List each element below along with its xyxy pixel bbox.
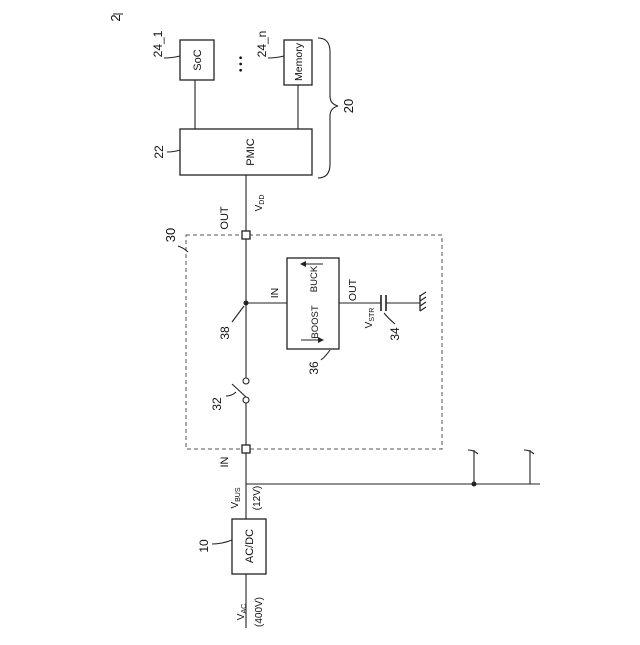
- switch-bottom-contact: [243, 397, 249, 403]
- bus-branch-1-break: [468, 450, 478, 454]
- vdd-label: VDD: [254, 195, 266, 212]
- memory-ref: 24_n: [255, 31, 269, 58]
- switch-top-contact: [243, 378, 249, 384]
- ground-hatch: [420, 292, 426, 311]
- capacitor-ref: 34: [388, 327, 402, 341]
- pmic-label: PMIC: [245, 138, 257, 166]
- converter-out-label: OUT: [347, 278, 359, 301]
- vbus-label: VBUS: [230, 487, 242, 508]
- vstr-label: VSTR: [364, 308, 376, 329]
- module-out-terminal: [242, 231, 250, 239]
- module-in-terminal: [242, 445, 250, 453]
- soc-ref: 24_1: [151, 30, 165, 57]
- svg-text:2: 2: [108, 14, 123, 21]
- vac-label: VAC: [236, 604, 248, 620]
- figure-number: 2: [108, 14, 123, 22]
- group-20-brace: [318, 38, 338, 178]
- pmic-ref-leader: [167, 150, 180, 152]
- bus-branch-2-break: [524, 450, 534, 454]
- switch-ref-leader: [226, 392, 236, 396]
- soc-ref-leader: [164, 56, 180, 58]
- module-in-label: IN: [219, 456, 231, 467]
- acdc-ref: 10: [197, 539, 211, 553]
- group-20-ref: 20: [341, 99, 356, 113]
- converter-in-label: IN: [269, 288, 281, 299]
- converter-ref-leader: [321, 350, 330, 360]
- switch-ref: 32: [210, 397, 224, 411]
- converter-buck-label: BUCK: [309, 265, 320, 292]
- vac-voltage-note: (400V): [254, 597, 265, 627]
- memory-ref-leader: [268, 56, 284, 58]
- converter-ref: 36: [307, 361, 321, 375]
- acdc-ref-leader: [212, 540, 232, 544]
- node-38-ref: 38: [218, 326, 232, 340]
- ellipsis: • • •: [236, 55, 247, 72]
- module-30-ref: 30: [163, 228, 178, 242]
- acdc-label: AC/DC: [244, 529, 256, 563]
- soc-label: SoC: [192, 49, 204, 70]
- memory-label: Memory: [293, 42, 305, 81]
- vbus-voltage-note: (12V): [252, 486, 263, 510]
- converter-boost-label: BOOST: [310, 305, 321, 338]
- module-out-label: OUT: [219, 206, 231, 230]
- node-38-ref-leader: [232, 306, 244, 322]
- switch-blade: [232, 384, 246, 397]
- capacitor-ref-leader: [384, 313, 395, 324]
- pmic-ref: 22: [152, 145, 166, 159]
